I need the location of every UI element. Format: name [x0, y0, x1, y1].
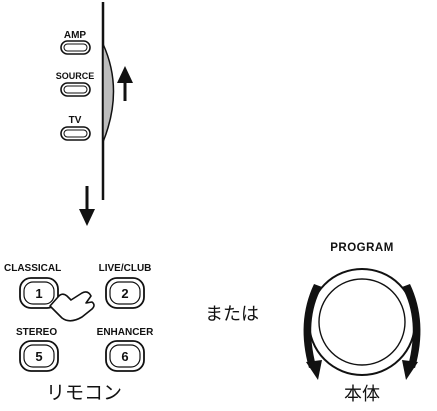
- finger-press-icon: [49, 291, 95, 322]
- key-1-number: 1: [35, 286, 42, 301]
- live-club-label: LIVE/CLUB: [99, 263, 152, 274]
- remote-caption: リモコン: [46, 382, 122, 404]
- key-1-button[interactable]: 1: [19, 277, 59, 309]
- key-2-button[interactable]: 2: [105, 277, 145, 309]
- connector-text: または: [205, 304, 259, 325]
- source-label: SOURCE: [56, 71, 95, 81]
- remote-keypad: CLASSICAL LIVE/CLUB 1 2 STEREO ENHANCER …: [4, 263, 154, 404]
- key-5-number: 5: [35, 349, 42, 364]
- slide-selector[interactable]: [102, 43, 115, 143]
- main-unit-panel: PROGRAM 本体: [303, 242, 421, 405]
- key-2-number: 2: [121, 286, 128, 301]
- enhancer-label: ENHANCER: [97, 327, 154, 338]
- arrow-down-icon: [79, 186, 95, 226]
- stereo-label: STEREO: [16, 327, 57, 338]
- unit-caption: 本体: [344, 384, 380, 405]
- amp-button[interactable]: [60, 40, 91, 55]
- key-6-button[interactable]: 6: [105, 340, 145, 372]
- program-knob[interactable]: [308, 268, 416, 376]
- rotate-right-arrow-icon: [402, 284, 421, 380]
- program-label: PROGRAM: [330, 242, 394, 254]
- source-button[interactable]: [60, 82, 91, 97]
- tv-label: TV: [69, 115, 82, 126]
- classical-label: CLASSICAL: [4, 263, 61, 274]
- key-6-number: 6: [121, 349, 128, 364]
- key-5-button[interactable]: 5: [19, 340, 59, 372]
- remote-top-panel: AMP SOURCE TV: [56, 2, 133, 200]
- rotate-left-arrow-icon: [303, 284, 322, 380]
- amp-label: AMP: [64, 30, 87, 41]
- tv-button[interactable]: [60, 126, 91, 141]
- arrow-up-icon: [117, 66, 133, 101]
